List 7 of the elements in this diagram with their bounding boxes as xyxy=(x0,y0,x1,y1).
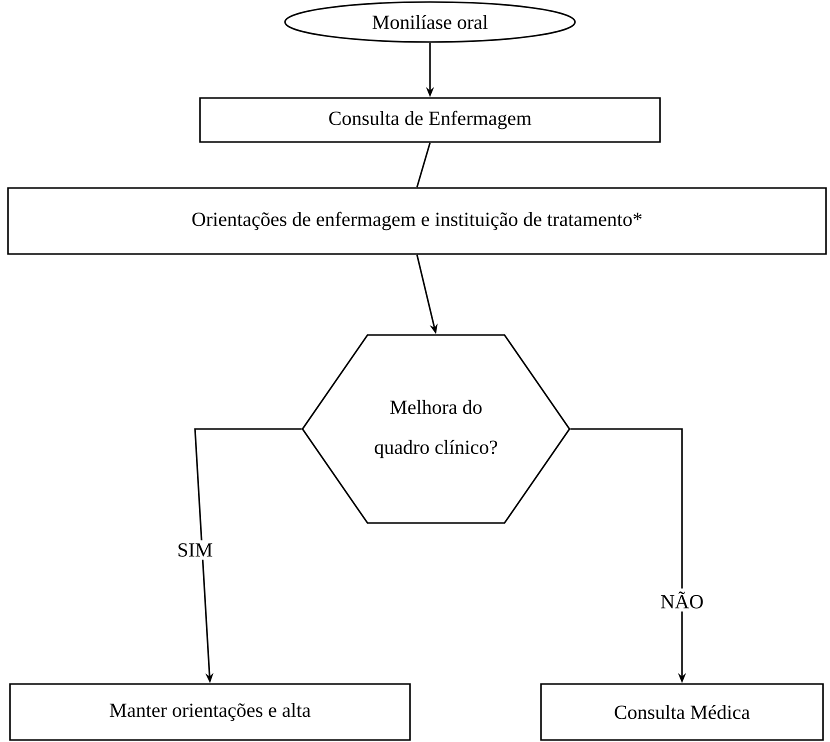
edge-label: SIM xyxy=(174,540,216,560)
process-box: Consulta Médica xyxy=(540,683,824,741)
edge-label: NÃO xyxy=(657,588,707,612)
process-box: Consulta de Enfermagem xyxy=(199,97,661,143)
process-box: Manter orientações e alta xyxy=(9,683,411,741)
decision-hexagon: Melhora do quadro clínico? xyxy=(302,334,570,524)
process-box: Orientações de enfermagem e instituição de tratamento* xyxy=(7,187,827,255)
